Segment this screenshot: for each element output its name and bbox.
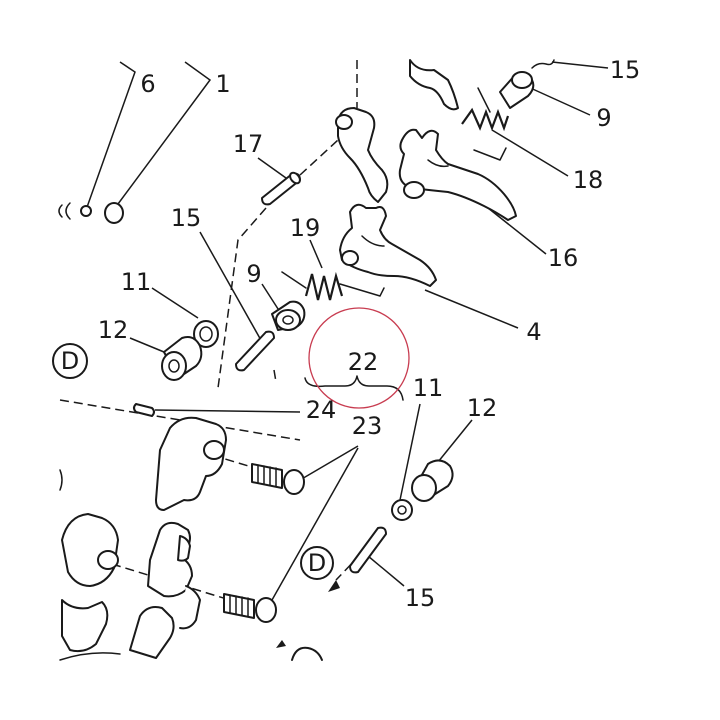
- view-marker-d-left: D: [52, 343, 88, 379]
- view-marker-d-left-label: D: [61, 347, 79, 375]
- dash-24: [59, 399, 301, 441]
- leader-12a: [129, 337, 165, 353]
- washer-part-11a: [193, 320, 219, 348]
- pin-part-24: [133, 403, 155, 417]
- housing-bracket: [129, 416, 227, 659]
- washer-part-1: [104, 202, 124, 224]
- leader-15a: [551, 61, 609, 69]
- housing-lower-left: [59, 469, 121, 661]
- callout-6: 6: [140, 70, 155, 98]
- callout-22: 22: [348, 348, 379, 376]
- bolt-part-23-lower: [223, 593, 277, 623]
- callout-23: 23: [352, 412, 383, 440]
- leader-12b: [437, 419, 473, 463]
- leader-19: [309, 239, 323, 269]
- leader-23b: [271, 447, 359, 601]
- plug-part-12b: [411, 459, 454, 502]
- leader-lines: [85, 61, 609, 601]
- callout-9a: 9: [596, 104, 611, 132]
- leader-15c: [367, 555, 405, 587]
- callout-19: 19: [290, 214, 321, 242]
- leader-11b: [399, 403, 421, 501]
- callout-labels: 6 1 15 9 17 18 15 19 16 11 9 4 12 22 11 …: [98, 56, 641, 612]
- view-marker-d-right: D: [300, 546, 334, 580]
- shift-fork-16: [398, 128, 517, 221]
- leader-18: [491, 129, 569, 177]
- partial-marker-bottom: [276, 640, 323, 661]
- spring-18: [461, 87, 510, 161]
- callout-12b: 12: [467, 394, 498, 422]
- leader-11a: [151, 287, 199, 319]
- leader-9b: [261, 283, 281, 313]
- plug-part-12a: [161, 336, 203, 381]
- callout-11a: 11: [121, 268, 152, 296]
- callout-17: 17: [233, 130, 264, 158]
- pin-part-15b: [235, 330, 275, 372]
- claw-upper-right: [409, 59, 459, 111]
- callout-15c: 15: [405, 584, 436, 612]
- leader-1: [114, 61, 212, 209]
- selector-arm-upper: [335, 107, 389, 203]
- leader-23a: [299, 445, 359, 481]
- dash-pin-left: [217, 207, 267, 389]
- callout-15a: 15: [610, 56, 641, 84]
- callout-16: 16: [548, 244, 579, 272]
- pin-part-15c: [349, 526, 387, 574]
- callout-1: 1: [215, 70, 230, 98]
- callout-15b: 15: [171, 204, 202, 232]
- leader-17: [257, 157, 287, 179]
- arrow-marker: [328, 580, 340, 592]
- washer-part-11b: [391, 499, 413, 521]
- shift-fork-4: [339, 203, 437, 287]
- leader-4: [424, 289, 519, 329]
- callout-12a: 12: [98, 316, 129, 344]
- callout-18: 18: [573, 166, 604, 194]
- highlight-circle: [308, 307, 410, 409]
- dash-small: [273, 369, 277, 383]
- callout-4: 4: [526, 318, 541, 346]
- plunger-part-9a: [499, 71, 535, 109]
- leader-6: [85, 61, 136, 211]
- spring-19: [281, 271, 385, 301]
- clip-part-6: [58, 202, 92, 220]
- bolt-part-23-upper: [251, 463, 305, 495]
- view-marker-d-right-label: D: [308, 549, 326, 577]
- leader-9a: [525, 85, 591, 116]
- callout-24: 24: [306, 396, 337, 424]
- leader-24: [154, 409, 301, 413]
- callout-11b: 11: [413, 374, 444, 402]
- clip-part-15a: [531, 59, 555, 69]
- plunger-part-9b: [271, 300, 306, 331]
- pin-part-17: [261, 171, 301, 206]
- dash-17-to-arm: [299, 139, 339, 176]
- callout-9b: 9: [246, 260, 261, 288]
